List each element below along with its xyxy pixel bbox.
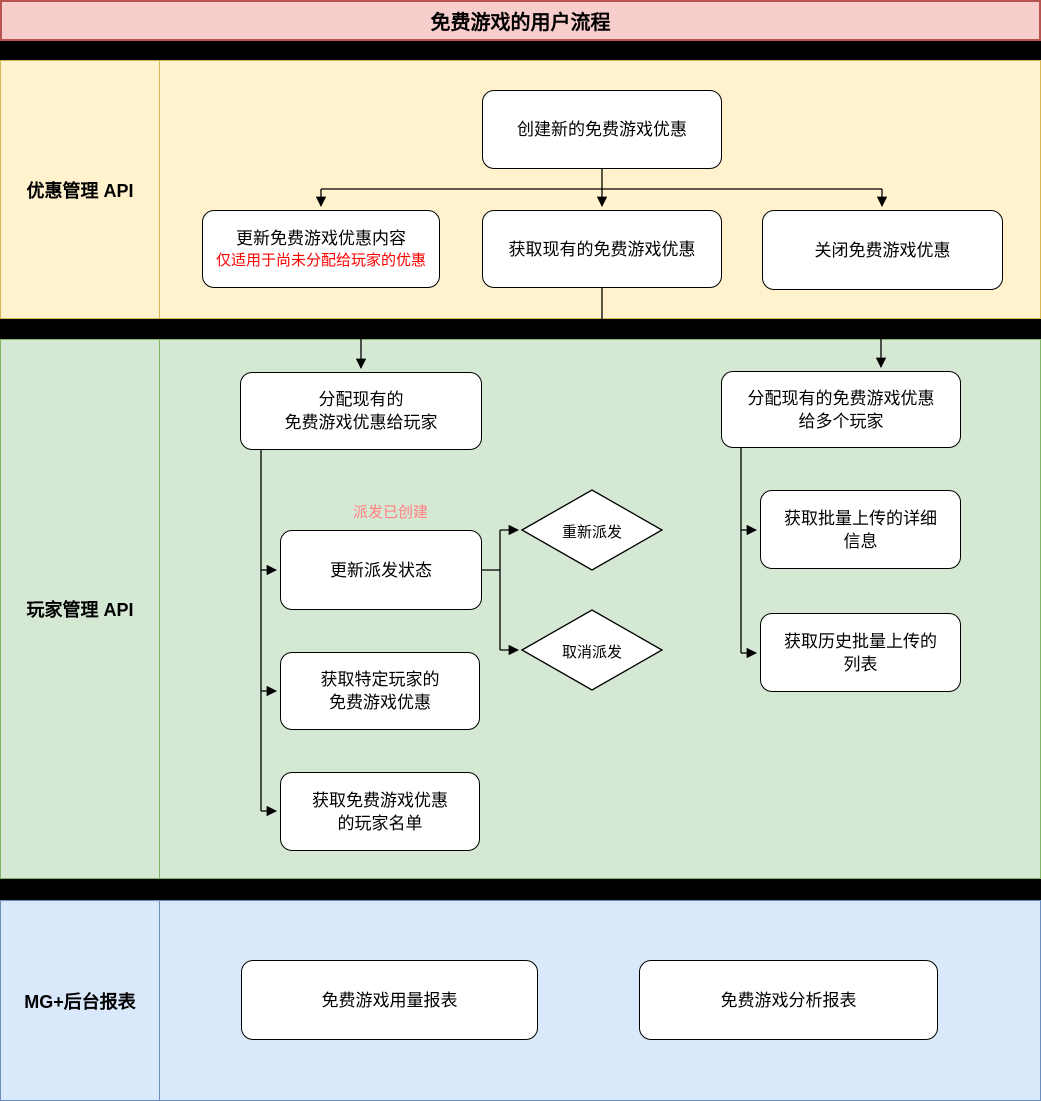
node-get-player-offers: 获取特定玩家的 免费游戏优惠 (280, 652, 480, 730)
node-get-batch-history: 获取历史批量上传的 列表 (760, 613, 961, 692)
node-update-grant: 更新派发状态 (280, 530, 482, 610)
node-get-offer: 获取现有的免费游戏优惠 (482, 210, 722, 288)
node-get-player-offers-label: 获取特定玩家的 免费游戏优惠 (320, 670, 440, 712)
node-get-batch-detail: 获取批量上传的详细 信息 (760, 490, 961, 569)
node-update-offer-label: 更新免费游戏优惠内容 (236, 229, 406, 248)
separator-band (0, 41, 1041, 60)
node-create-offer: 创建新的免费游戏优惠 (482, 90, 722, 169)
diamond-redispatch-label: 重新派发 (561, 524, 622, 541)
node-assign-single-label: 分配现有的 免费游戏优惠给玩家 (284, 390, 438, 432)
swimlane-report-label: MG+后台报表 (1, 901, 160, 1100)
node-assign-multi-label: 分配现有的免费游戏优惠 给多个玩家 (747, 388, 935, 431)
edge-label-grant-created: 派发已创建 (352, 504, 428, 521)
node-close-offer-label: 关闭免费游戏优惠 (814, 240, 951, 260)
separator-band (0, 319, 1041, 339)
diagram-title: 免费游戏的用户流程 (0, 0, 1041, 41)
node-create-offer-label: 创建新的免费游戏优惠 (517, 120, 687, 139)
node-update-grant-label: 更新派发状态 (330, 560, 432, 580)
node-get-offer-players: 获取免费游戏优惠 的玩家名单 (280, 772, 480, 851)
node-get-offer-label: 获取现有的免费游戏优惠 (508, 239, 696, 259)
node-close-offer: 关闭免费游戏优惠 (762, 210, 1003, 290)
node-update-offer: 更新免费游戏优惠内容 仅适用于尚未分配给玩家的优惠 (202, 210, 440, 288)
swimlane-offer-api-label: 优惠管理 API (1, 61, 160, 318)
separator-band (0, 879, 1041, 900)
node-get-batch-history-label: 获取历史批量上传的 列表 (784, 631, 937, 674)
lane-label-text: 优惠管理 API (26, 180, 134, 201)
swimlane-player-api-label: 玩家管理 API (1, 340, 160, 878)
node-get-batch-detail-label: 获取批量上传的详细 信息 (784, 508, 937, 551)
node-usage-report: 免费游戏用量报表 (241, 960, 538, 1040)
diagram-title-text: 免费游戏的用户流程 (430, 12, 611, 34)
diamond-cancel-dispatch-label: 取消派发 (561, 644, 622, 661)
node-assign-multi: 分配现有的免费游戏优惠 给多个玩家 (721, 371, 961, 448)
node-analysis-report: 免费游戏分析报表 (639, 960, 938, 1040)
node-usage-report-label: 免费游戏用量报表 (321, 990, 458, 1010)
node-update-offer-note: 仅适用于尚未分配给玩家的优惠 (215, 252, 426, 269)
node-assign-single: 分配现有的 免费游戏优惠给玩家 (240, 372, 482, 450)
lane-label-text: 玩家管理 API (26, 600, 134, 620)
node-get-offer-players-label: 获取免费游戏优惠 的玩家名单 (312, 790, 448, 833)
lane-label-text: MG+后台报表 (24, 991, 136, 1012)
node-analysis-report-label: 免费游戏分析报表 (720, 990, 857, 1010)
